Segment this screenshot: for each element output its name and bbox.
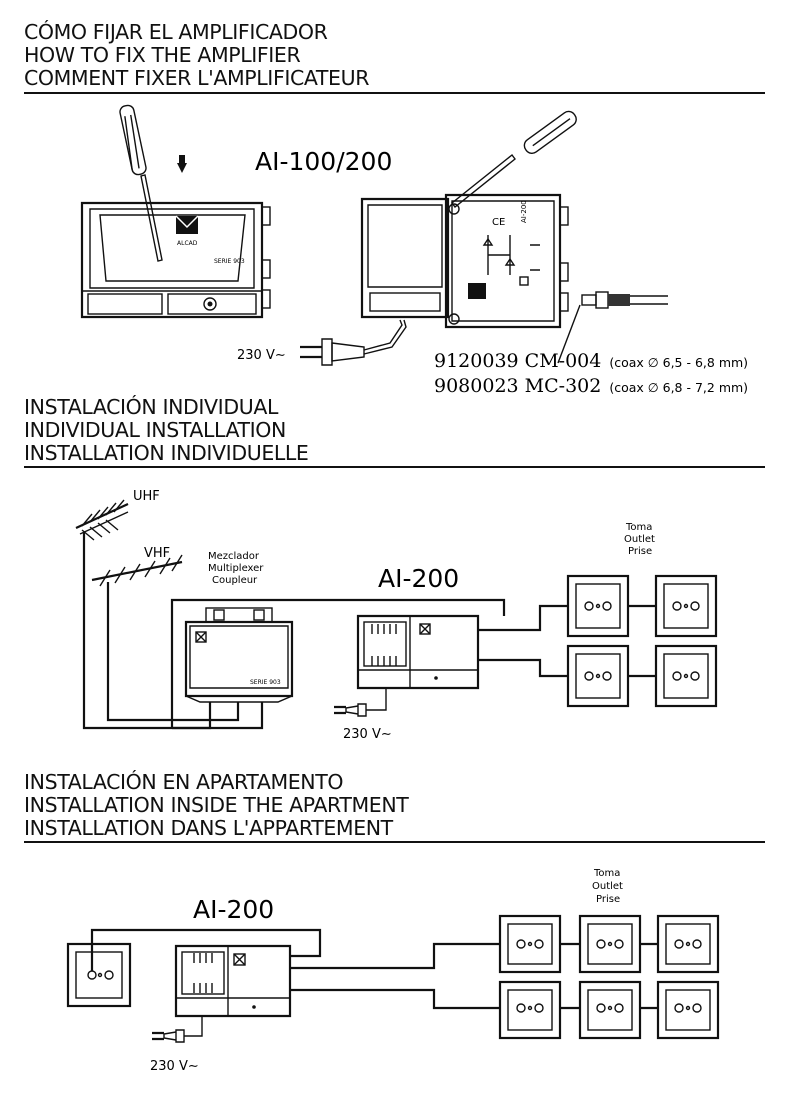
wall-outlet (656, 980, 720, 1040)
vhf-antenna-icon (91, 554, 183, 587)
wall-outlet (654, 644, 718, 708)
wall-outlet (566, 574, 630, 638)
section-1-heading: CÓMO FIJAR EL AMPLIFICADOR HOW TO FIX TH… (24, 21, 369, 90)
wall-outlet (498, 914, 562, 974)
outlet-label: Prise (628, 546, 652, 557)
amplifier-device (174, 944, 292, 1018)
amp-output-cable (478, 658, 568, 678)
vhf-label: VHF (144, 546, 170, 561)
heading-line-es: CÓMO FIJAR EL AMPLIFICADOR (24, 20, 328, 44)
amp-model-label: AI-200 (378, 564, 459, 593)
arrow-down-icon (177, 155, 187, 173)
part-item: 9080023 MC-302 (coax ∅ 6,8 - 7,2 mm) (434, 375, 748, 397)
wall-outlet (66, 942, 132, 1008)
heading-line-en: INDIVIDUAL INSTALLATION (24, 418, 286, 442)
outlet-label: Outlet (624, 534, 655, 545)
mixer-label: Coupleur (212, 575, 258, 586)
mixer-label: Mezclador (208, 551, 260, 562)
uhf-label: UHF (133, 489, 160, 504)
parts-list: 9120039 CM-004 (coax ∅ 6,5 - 6,8 mm) 9080… (434, 350, 748, 397)
ce-mark: CE (492, 217, 505, 228)
logo-text: ALCAD (177, 240, 198, 247)
screwdriver-icon (451, 110, 577, 208)
section-2-rule (24, 466, 765, 468)
voltage-label: 230 V∼ (150, 1059, 199, 1074)
mounting-diagram: AI-100/200 ALCAD SERIE 903 (80, 104, 748, 397)
section-3-rule (24, 841, 765, 843)
coax-connector-icon (557, 291, 668, 364)
power-plug-icon (334, 688, 387, 717)
voltage-label: 230 V∼ (343, 727, 392, 742)
series-label: SERIE 903 (214, 258, 245, 265)
input-cable (90, 928, 322, 971)
model-label: AI-100/200 (255, 147, 392, 176)
part-spec: (coax ∅ 6,5 - 6,8 mm) (609, 355, 748, 370)
wall-outlet (578, 914, 642, 974)
wall-outlet (578, 980, 642, 1040)
individual-installation-diagram: UHF VHF Mezclador Multiplexer Coupleur S… (75, 489, 718, 742)
outlet-label: Outlet (592, 881, 623, 892)
amp-model-label: AI-200 (193, 895, 274, 924)
amp-output-cable (478, 604, 568, 632)
heading-line-en: HOW TO FIX THE AMPLIFIER (24, 43, 301, 67)
mixer-series: SERIE 903 (250, 679, 281, 686)
wall-outlet (498, 980, 562, 1040)
heading-line-es: INSTALACIÓN INDIVIDUAL (24, 395, 278, 419)
outlet-label: Prise (596, 894, 620, 905)
amplifier-open: CE AI-200 (360, 193, 569, 329)
amplifier-closed: ALCAD SERIE 903 (80, 201, 271, 319)
power-plug-icon (152, 1016, 203, 1043)
mixer-output-cable (172, 702, 264, 730)
power-plug-icon (300, 319, 407, 366)
heading-line-en: INSTALLATION INSIDE THE APARTMENT (24, 793, 409, 817)
outlet-label: Toma (625, 522, 652, 533)
uhf-cable (82, 532, 212, 730)
section-1-rule (24, 92, 765, 94)
screwdriver-icon (119, 104, 163, 262)
apartment-installation-diagram: AI-200 230 V∼ Toma Outlet Prise (66, 868, 720, 1074)
heading-line-fr: COMMENT FIXER L'AMPLIFICATEUR (24, 66, 370, 90)
device-side-label: AI-200 (520, 200, 528, 223)
outlet-label: Toma (593, 868, 620, 879)
voltage-label: 230 V∼ (237, 348, 286, 363)
uhf-antenna-icon (75, 499, 129, 541)
heading-line-fr: INSTALLATION INDIVIDUELLE (24, 441, 309, 465)
part-code: 9080023 MC-302 (434, 375, 601, 397)
amp-output-cable (290, 988, 500, 1010)
heading-line-fr: INSTALLATION DANS L'APPARTEMENT (24, 816, 393, 840)
wall-outlet (566, 644, 630, 708)
section-2-heading: INSTALACIÓN INDIVIDUAL INDIVIDUAL INSTAL… (24, 395, 309, 465)
mixer-label: Multiplexer (208, 563, 264, 574)
wall-outlet (656, 914, 720, 974)
part-item: 9120039 CM-004 (coax ∅ 6,5 - 6,8 mm) (434, 350, 748, 372)
part-spec: (coax ∅ 6,8 - 7,2 mm) (609, 380, 748, 395)
part-code: 9120039 CM-004 (434, 350, 601, 372)
wall-outlet (654, 574, 718, 638)
heading-line-es: INSTALACIÓN EN APARTAMENTO (24, 770, 344, 794)
amplifier-device (356, 614, 480, 690)
section-3-heading: INSTALACIÓN EN APARTAMENTO INSTALLATION … (24, 770, 409, 840)
mixer-to-amp-cable (170, 598, 506, 728)
mixer-device: SERIE 903 (184, 607, 294, 703)
amp-output-cable (290, 942, 500, 970)
